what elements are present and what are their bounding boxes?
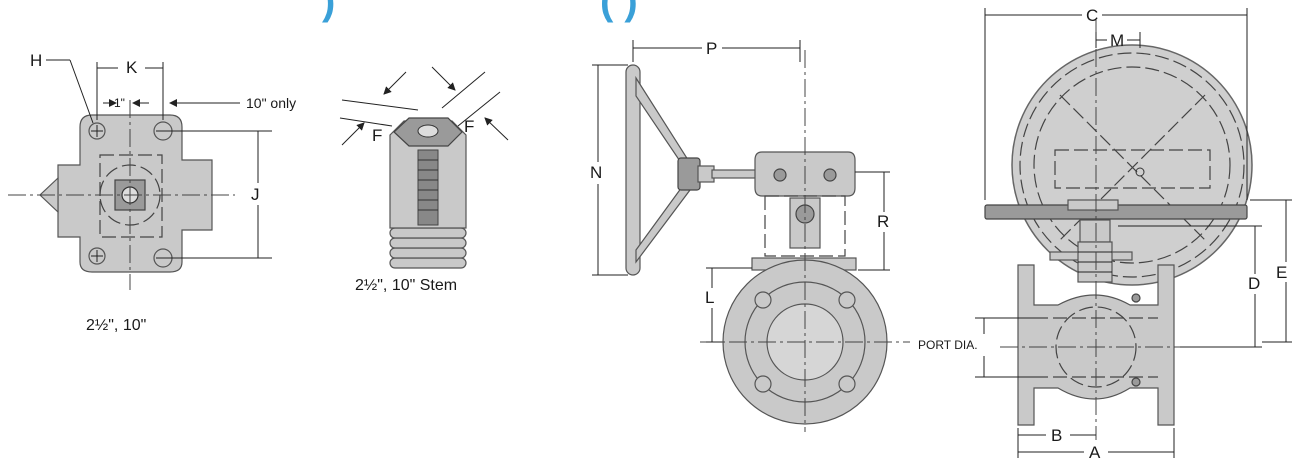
dim-label-b: B xyxy=(1051,426,1062,445)
dim-label-c: C xyxy=(1086,6,1098,25)
ball-dashed xyxy=(1055,306,1137,388)
flange-bolt-1 xyxy=(754,291,772,309)
handwheel-dashed-inner xyxy=(1033,66,1231,264)
dim-label-r: R xyxy=(877,212,889,231)
mounting-pad-view: K 1" 10" only H J 2½", 10" xyxy=(8,51,296,334)
dim-label-n: N xyxy=(590,163,602,182)
handwheel-hub xyxy=(677,157,701,191)
stem-caption: 2½", 10" Stem xyxy=(355,277,457,294)
dim-label-l: L xyxy=(705,288,714,307)
yoke-body xyxy=(1079,219,1111,243)
dim-label-f-right: F xyxy=(464,117,474,136)
dim-label-h: H xyxy=(30,51,42,70)
handwheel-rim xyxy=(625,64,641,276)
stem-top-hole xyxy=(417,124,439,138)
dim-label-p: P xyxy=(706,39,717,58)
flange-bolt-3 xyxy=(754,375,772,393)
yoke-top xyxy=(1067,199,1119,211)
stem-view: F F 2½", 10" Stem xyxy=(339,66,509,294)
side-view: P N R L xyxy=(590,39,910,432)
dim-label-one-inch: 1" xyxy=(114,96,125,110)
dim-label-port-dia: PORT DIA. xyxy=(918,338,978,352)
handwheel-dashed-rim xyxy=(1019,52,1245,278)
title-fragment-right: ( ) xyxy=(600,0,638,23)
title-fragment-left: ) xyxy=(322,0,335,23)
front-view: C M D E PORT DIA. B A xyxy=(918,6,1292,461)
gearbox-dashed-outline xyxy=(1054,149,1211,189)
dim-label-m: M xyxy=(1110,31,1124,50)
handwheel-face xyxy=(1011,44,1253,286)
pad-caption: 2½", 10" xyxy=(86,317,146,334)
flange-bolt-4 xyxy=(838,375,856,393)
gearbox-bolt-left xyxy=(773,168,787,182)
gearbox-bolt-right xyxy=(823,168,837,182)
dim-label-e: E xyxy=(1276,263,1287,282)
dim-label-d: D xyxy=(1248,274,1260,293)
pad-inner-dashed-outline xyxy=(99,154,163,238)
dim-label-f-left: F xyxy=(372,126,382,145)
dim-label-k: K xyxy=(126,58,138,77)
stem-threads xyxy=(389,227,467,269)
flange-bolt-2 xyxy=(838,291,856,309)
dim-label-j: J xyxy=(251,185,260,204)
dim-label-ten-only: 10" only xyxy=(246,95,296,111)
stem-key-flat xyxy=(417,149,439,226)
dim-label-a: A xyxy=(1089,443,1101,461)
